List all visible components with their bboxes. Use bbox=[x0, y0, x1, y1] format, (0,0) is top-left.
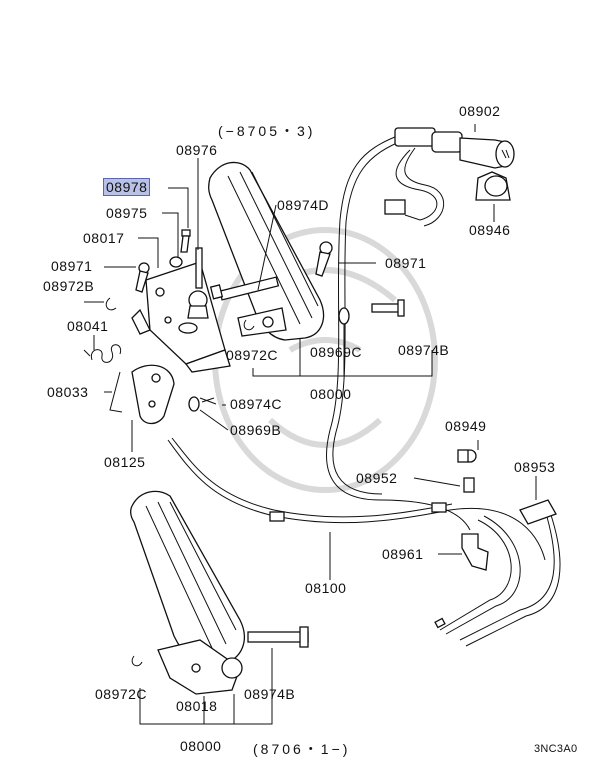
label-08972C-upper: 08972C bbox=[226, 347, 279, 363]
label-08949: 08949 bbox=[445, 418, 487, 434]
diagram-code: 3NC3A0 bbox=[534, 743, 578, 755]
clip-08972C-lower bbox=[131, 655, 143, 667]
label-08946: 08946 bbox=[469, 222, 511, 238]
washer-08969B bbox=[188, 396, 200, 412]
clip-08972B bbox=[105, 297, 117, 311]
part-08952 bbox=[463, 477, 475, 493]
label-08978-highlighted[interactable]: 08978 bbox=[103, 178, 151, 196]
switch-08902 bbox=[394, 127, 515, 169]
label-08969C: 08969C bbox=[310, 344, 363, 360]
label-08018: 08018 bbox=[176, 698, 218, 714]
label-08976: 08976 bbox=[176, 142, 218, 158]
label-08017: 08017 bbox=[83, 230, 125, 246]
washer-08969C bbox=[338, 307, 350, 325]
note-upper-range: (−8705・3) bbox=[218, 123, 316, 139]
label-08971-right: 08971 bbox=[385, 255, 427, 271]
label-08974C: 08974C bbox=[230, 396, 283, 412]
bolt-08974D bbox=[209, 276, 280, 301]
lever-08125 bbox=[109, 364, 175, 425]
bolt-08978 bbox=[180, 229, 191, 253]
label-08974D: 08974D bbox=[277, 197, 330, 213]
clip-08974C bbox=[199, 397, 217, 405]
label-08000-lower: 08000 bbox=[180, 738, 222, 754]
bolt-08971-right bbox=[315, 241, 333, 277]
spring-08041 bbox=[83, 344, 122, 363]
bracket-08961 bbox=[461, 533, 489, 571]
bolt-08971-left bbox=[135, 262, 150, 293]
clip-08972C-upper bbox=[243, 319, 255, 331]
note-lower-range: (8706・1−) bbox=[253, 741, 351, 757]
connector bbox=[384, 199, 406, 215]
label-08953: 08953 bbox=[514, 459, 556, 475]
label-08972C-lower: 08972C bbox=[95, 686, 148, 702]
label-08974B-upper: 08974B bbox=[398, 342, 450, 358]
cap-08946 bbox=[475, 171, 511, 201]
label-08952: 08952 bbox=[356, 470, 398, 486]
part-08949 bbox=[457, 449, 477, 463]
label-08000-upper: 08000 bbox=[310, 386, 352, 402]
cable-08100 bbox=[167, 439, 546, 561]
label-08974B-lower: 08974B bbox=[244, 686, 296, 702]
cable-ferrule bbox=[269, 511, 285, 522]
label-08971-left: 08971 bbox=[51, 258, 93, 274]
label-08100: 08100 bbox=[305, 580, 347, 596]
label-08972B: 08972B bbox=[43, 278, 95, 294]
bolt-08974B-upper bbox=[371, 299, 405, 317]
cable-08902 bbox=[326, 134, 471, 531]
bolt-08974B-lower bbox=[247, 626, 309, 648]
lower-pedal bbox=[130, 490, 245, 695]
leader-lines bbox=[84, 124, 537, 725]
bracket-08017 bbox=[131, 261, 231, 373]
bolt-08976 bbox=[195, 247, 203, 289]
label-08041: 08041 bbox=[67, 318, 109, 334]
label-08975: 08975 bbox=[106, 205, 148, 221]
label-08033: 08033 bbox=[47, 384, 89, 400]
label-08969B: 08969B bbox=[230, 422, 282, 438]
label-08125: 08125 bbox=[104, 454, 146, 470]
label-08961: 08961 bbox=[382, 546, 424, 562]
washer-08975 bbox=[169, 256, 183, 268]
label-08902: 08902 bbox=[459, 103, 501, 119]
clamp-08953 bbox=[519, 499, 557, 525]
